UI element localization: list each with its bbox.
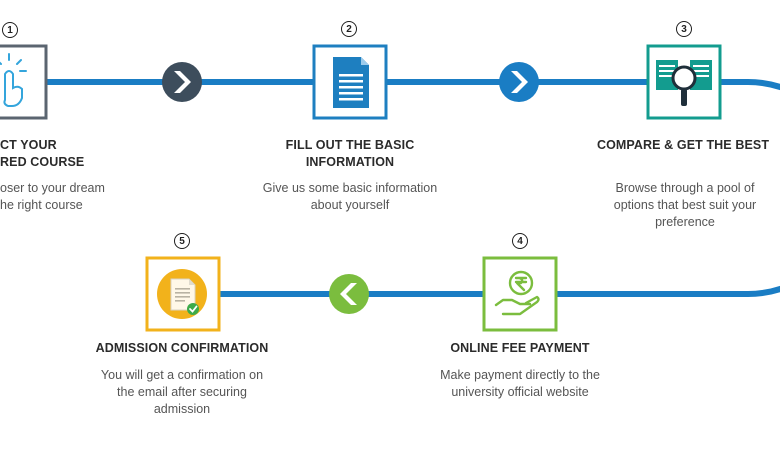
arrow-right-icon [499,62,539,102]
step-number: 1 [2,22,18,38]
step-description: Give us some basic information about you… [262,181,438,212]
step-description: oser to your dream he right course [0,181,105,212]
step-title: FILL OUT THE BASIC INFORMATION [285,138,415,169]
step-number: 5 [174,233,190,249]
step-number: 4 [512,233,528,249]
step-3-icon-box [646,44,722,120]
step-2-icon-box [312,44,388,120]
step-description: Browse through a pool of options that be… [613,181,757,229]
step-description: You will get a confirmation on the email… [100,368,264,416]
step-title: ADMISSION CONFIRMATION [95,341,269,355]
arrow-right-icon [162,62,202,102]
step-5-icon-box [145,256,221,332]
rupee-coin-hand-icon [494,270,540,316]
step-4-icon-box [482,256,558,332]
step-number: 2 [341,21,357,37]
document-icon [333,57,369,108]
step-title: COMPARE & GET THE BEST [596,138,770,152]
magnifier-documents-icon [656,60,712,106]
step-description: Make payment directly to the university … [440,368,600,399]
step-title: CT YOUR RED COURSE [0,138,85,169]
step-number: 3 [676,21,692,37]
step-title: ONLINE FEE PAYMENT [450,341,590,355]
document-check-icon [157,269,207,319]
arrow-left-icon [329,274,369,314]
step-1-icon-box [0,44,48,120]
hand-pointer-icon [0,53,27,107]
